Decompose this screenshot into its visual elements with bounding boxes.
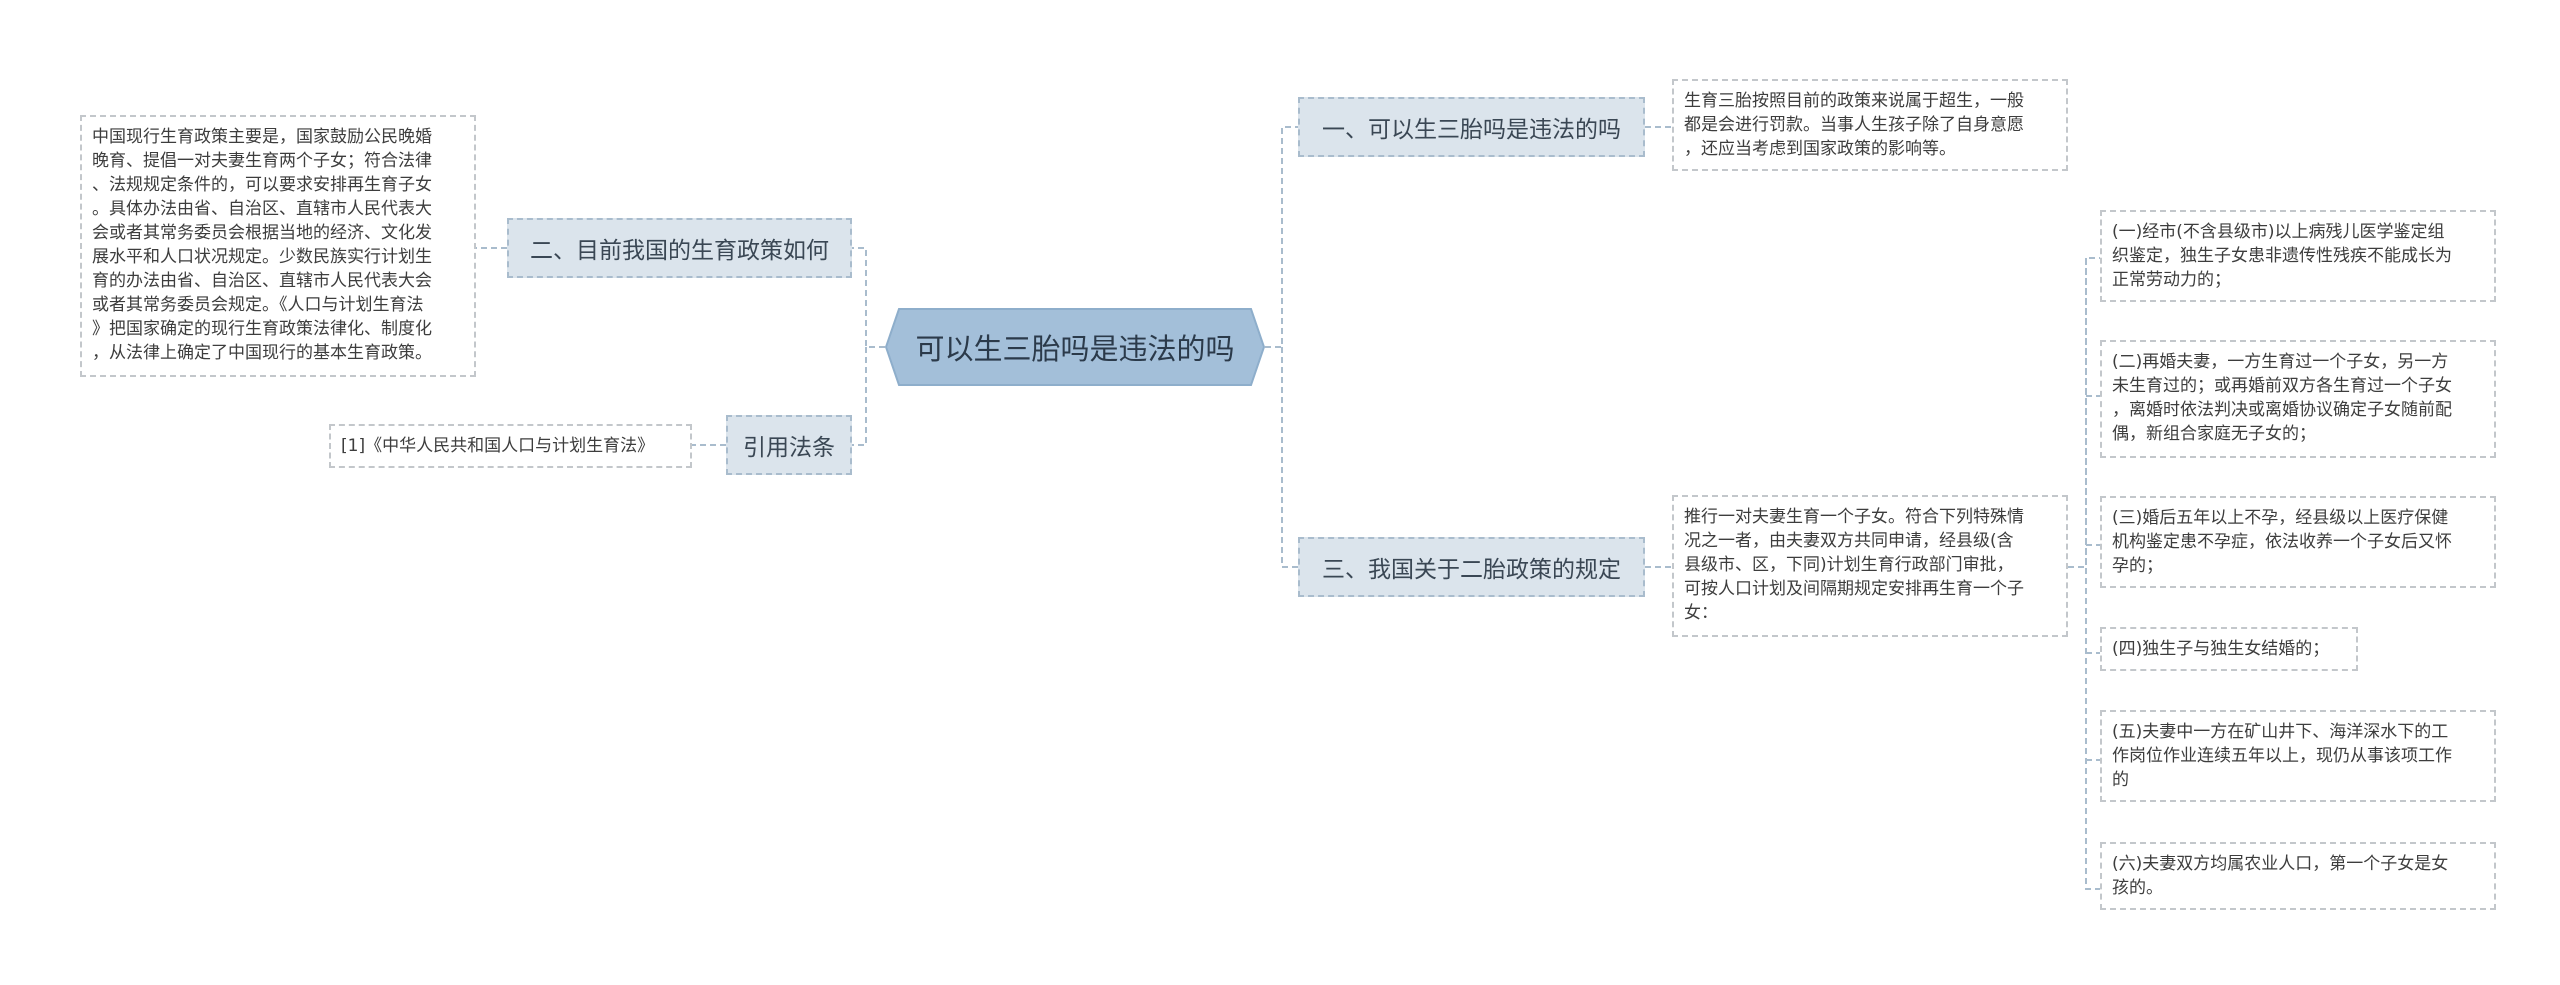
connector-root-b1 [1265,126,1298,348]
branch-second-child-rules[interactable]: 三、我国关于二胎政策的规定 [1298,537,1645,597]
connector-l3-subs [2068,257,2100,890]
root-label: 可以生三胎吗是违法的吗 [915,332,1235,366]
leaf-legality-detail[interactable]: 生育三胎按照目前的政策来说属于超生，一般 都是会进行罚款。当事人生孩子除了自身意… [1672,79,2068,171]
root-topic[interactable]: 可以生三胎吗是违法的吗 [885,308,1265,386]
root-hexagon-shape [885,308,1265,386]
leaf-policy-detail[interactable]: 中国现行生育政策主要是，国家鼓励公民晚婚 晚育、提倡一对夫妻生育两个子女；符合法… [80,115,476,377]
sub-item-4[interactable]: (四)独生子与独生女结婚的； [2100,627,2358,671]
connector-root-b2 [852,247,885,348]
leaf-cited-law[interactable]: [1]《中华人民共和国人口与计划生育法》 [329,424,692,468]
leaf-second-child-detail[interactable]: 推行一对夫妻生育一个子女。符合下列特殊情 况之一者，由夫妻双方共同申请，经县级(… [1672,495,2068,637]
sub-item-1[interactable]: (一)经市(不含县级市)以上病残儿医学鉴定组 织鉴定，独生子女患非遗传性残疾不能… [2100,210,2496,302]
sub-item-2[interactable]: (二)再婚夫妻，一方生育过一个子女，另一方 未生育过的；或再婚前双方各生育过一个… [2100,340,2496,458]
branch-legality[interactable]: 一、可以生三胎吗是违法的吗 [1298,97,1645,157]
branch-cited-laws[interactable]: 引用法条 [726,415,852,475]
sub-item-3[interactable]: (三)婚后五年以上不孕，经县级以上医疗保健 机构鉴定患不孕症，依法收养一个子女后… [2100,496,2496,588]
sub-item-6[interactable]: (六)夫妻双方均属农业人口，第一个子女是女 孩的。 [2100,842,2496,910]
connector-root-b3 [1281,347,1298,568]
sub-item-5[interactable]: (五)夫妻中一方在矿山井下、海洋深水下的工 作岗位作业连续五年以上，现仍从事该项… [2100,710,2496,802]
branch-current-policy[interactable]: 二、目前我国的生育政策如何 [507,218,852,278]
connector-root-b4 [852,347,867,446]
